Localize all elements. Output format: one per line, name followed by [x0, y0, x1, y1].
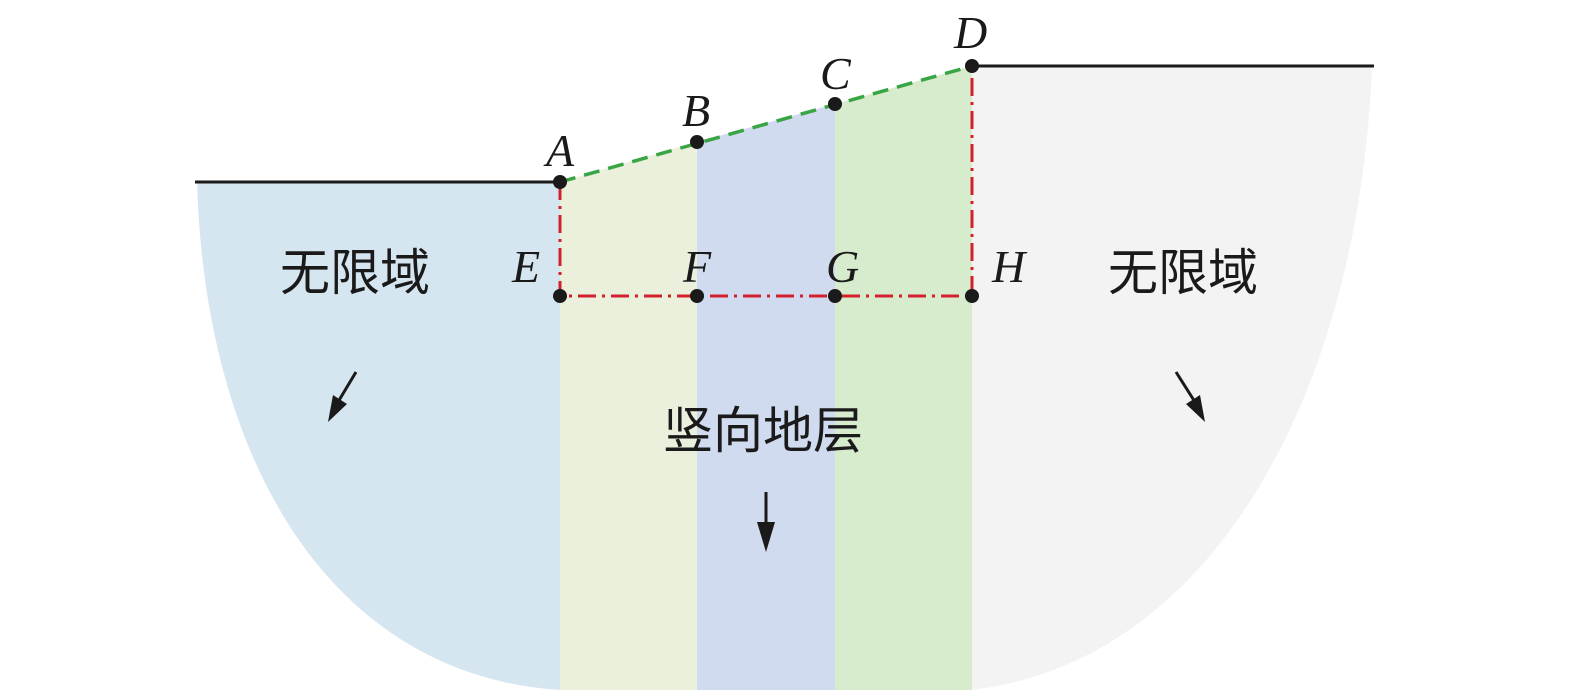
- right-infinite-label: 无限域: [1108, 244, 1258, 302]
- label-f: F: [682, 241, 712, 292]
- left-infinite-label: 无限域: [280, 244, 430, 302]
- label-b: B: [682, 85, 710, 136]
- label-d: D: [953, 7, 987, 58]
- point-f: [690, 289, 704, 303]
- label-e: E: [511, 241, 540, 292]
- label-a: A: [543, 125, 575, 176]
- label-h: H: [991, 241, 1028, 292]
- strata-strip-1: [560, 142, 697, 690]
- left-infinite-domain: [197, 182, 560, 690]
- point-a: [553, 175, 567, 189]
- point-b: [690, 135, 704, 149]
- strata-strip-2: [697, 104, 835, 690]
- point-c: [828, 97, 842, 111]
- right-infinite-domain: [972, 66, 1372, 690]
- left-arrow-icon: [328, 371, 358, 422]
- slope-line: [559, 64, 973, 184]
- vertical-strata-label: 竖向地层: [663, 402, 863, 460]
- boundary-line: [558, 66, 974, 298]
- point-g: [828, 289, 842, 303]
- label-g: G: [826, 241, 859, 292]
- point-h: [965, 289, 979, 303]
- point-d: [965, 59, 979, 73]
- right-arrow-icon: [1174, 371, 1205, 422]
- point-e: [553, 289, 567, 303]
- label-c: C: [820, 48, 852, 99]
- down-arrow-icon: [757, 492, 775, 552]
- strata-strip-3: [835, 66, 972, 690]
